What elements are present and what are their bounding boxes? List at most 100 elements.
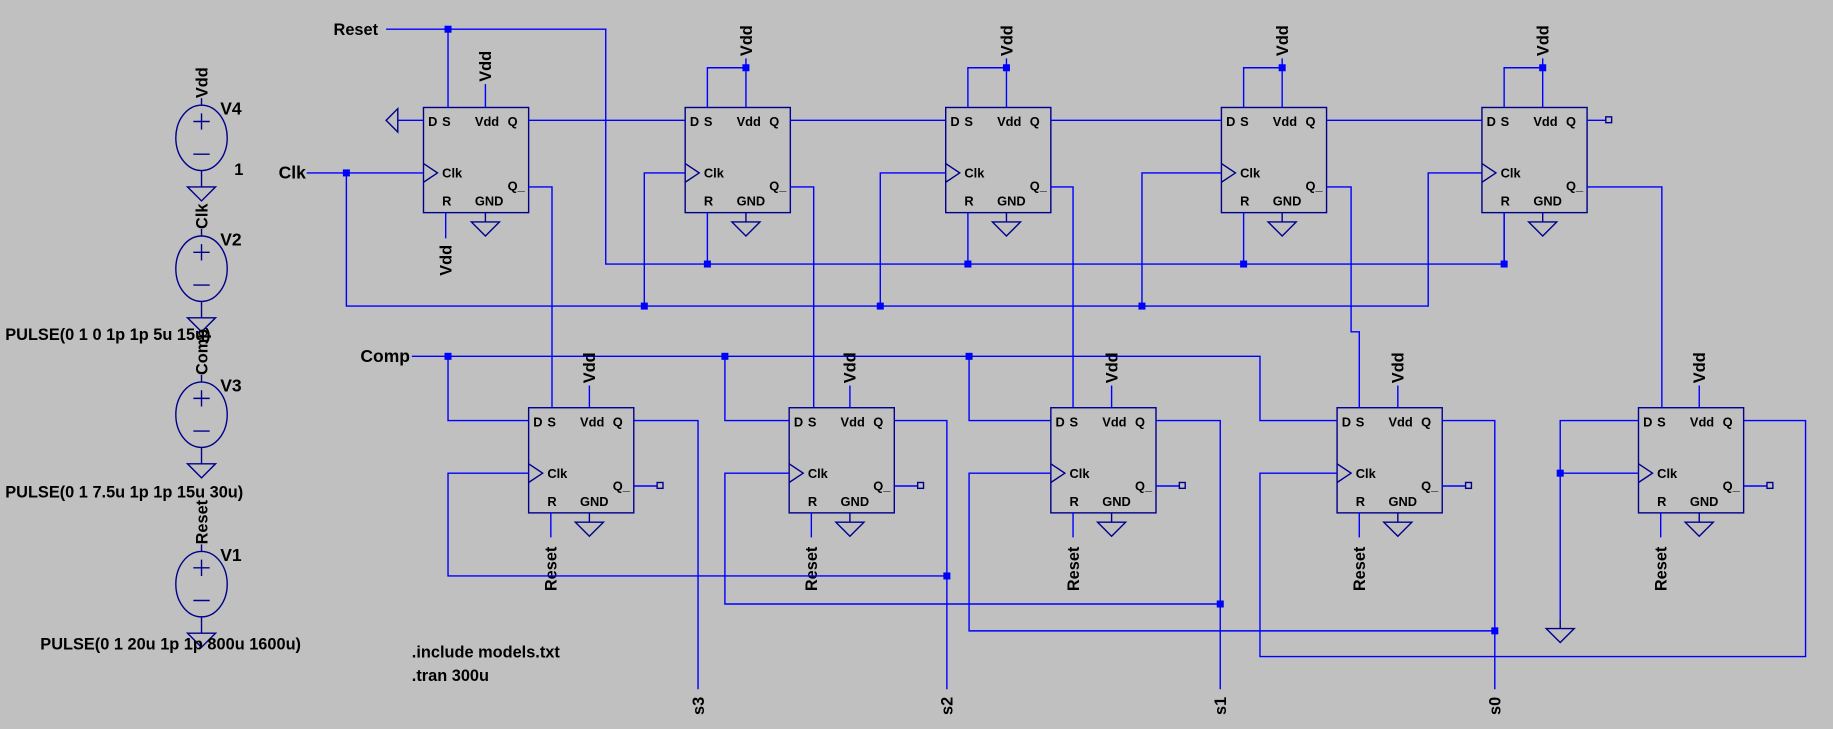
pin-qbar: Q_ (1135, 479, 1153, 494)
pin-qbar: Q_ (1723, 479, 1741, 494)
wire[interactable] (1155, 419, 1221, 690)
wire[interactable] (1242, 67, 1283, 108)
wire[interactable] (790, 186, 815, 408)
wire[interactable] (968, 472, 1495, 632)
ground-icon (1095, 512, 1128, 538)
wire[interactable] (968, 356, 1051, 422)
pin-r: R (442, 194, 452, 209)
wire[interactable] (1326, 186, 1360, 408)
source-name: V2 (220, 229, 242, 249)
wire[interactable] (1259, 419, 1807, 658)
wire[interactable] (1050, 186, 1074, 408)
pin-s: S (704, 114, 713, 129)
wire[interactable] (1141, 172, 1222, 307)
voltage-source-v1[interactable] (175, 544, 228, 624)
junction-dot (943, 572, 951, 580)
pin-d: D (1643, 414, 1652, 429)
wire[interactable] (447, 356, 529, 422)
open-terminal-icon (1766, 481, 1774, 490)
pin-gnd: GND (475, 194, 504, 209)
wire[interactable] (706, 67, 746, 108)
pin-q: Q (1306, 114, 1316, 129)
pin-vdd: Vdd (1273, 114, 1297, 129)
pin-vdd: Vdd (1388, 414, 1412, 429)
junction-dot (703, 260, 711, 268)
pin-d: D (1226, 114, 1235, 129)
ground-triangle (185, 632, 218, 649)
output-label-s2: s2 (939, 697, 957, 715)
wire[interactable] (967, 67, 1007, 108)
pin-d: D (794, 414, 803, 429)
ground-triangle (1266, 221, 1298, 237)
pin-r: R (1657, 494, 1667, 509)
ground-triangle (834, 521, 866, 538)
pin-r: R (964, 194, 974, 209)
pin-r: R (1240, 194, 1250, 209)
flip-flop-body (945, 106, 1052, 214)
clock-input-icon (1221, 162, 1237, 183)
wire[interactable] (1587, 186, 1663, 408)
wire[interactable] (643, 172, 686, 307)
pin-d: D (690, 114, 699, 129)
ground-triangle (185, 317, 218, 333)
net-label-reset: Reset (1653, 546, 1671, 591)
ground-icon (834, 512, 866, 538)
pin-qbar: Q_ (1030, 178, 1048, 193)
net-label-reset: Reset (803, 546, 821, 591)
wire[interactable] (1559, 419, 1639, 620)
net-label-reset: Reset (543, 546, 561, 591)
source-value: PULSE(0 1 20u 1p 1p 800u 1600u) (40, 636, 301, 654)
clock-input-icon (945, 162, 961, 183)
pin-s: S (1356, 414, 1365, 429)
pin-gnd: GND (737, 194, 766, 209)
flip-flop-body (684, 106, 792, 214)
pin-r: R (704, 194, 714, 209)
wire[interactable] (633, 419, 699, 690)
pin-clk: Clk (964, 166, 985, 181)
wire[interactable] (724, 356, 790, 422)
junction-dot (1556, 469, 1564, 477)
ground-icon (1526, 212, 1559, 237)
voltage-source-v4[interactable] (175, 98, 228, 178)
wire[interactable] (345, 172, 1482, 307)
pin-gnd: GND (1388, 494, 1417, 509)
pin-s: S (1070, 414, 1079, 429)
ground-triangle (185, 186, 218, 202)
pin-q: Q (1566, 114, 1576, 129)
junction-dot (1240, 260, 1248, 268)
pin-r: R (547, 494, 557, 509)
voltage-source-v3[interactable] (175, 375, 228, 455)
wire[interactable] (1442, 419, 1496, 690)
pin-s: S (442, 114, 451, 129)
open-terminal-icon (1605, 116, 1613, 124)
wire[interactable] (447, 472, 947, 577)
pin-qbar: Q_ (873, 479, 891, 494)
flip-flop-body (788, 407, 896, 514)
flip-flop-body (1481, 106, 1588, 214)
ground-triangle (1095, 521, 1128, 538)
clock-input-icon (528, 463, 544, 484)
wire[interactable] (411, 355, 1338, 422)
wire[interactable] (894, 419, 948, 690)
pin-qbar: Q_ (1566, 178, 1584, 193)
pin-clk: Clk (1240, 166, 1261, 181)
wire[interactable] (1503, 67, 1543, 108)
ground-triangle (1526, 221, 1559, 237)
voltage-source-v2[interactable] (175, 228, 228, 309)
pin-r: R (1501, 194, 1511, 209)
polarity-icon (193, 98, 210, 178)
wire[interactable] (724, 472, 1221, 605)
wire[interactable] (879, 172, 946, 307)
wire[interactable] (528, 186, 553, 408)
